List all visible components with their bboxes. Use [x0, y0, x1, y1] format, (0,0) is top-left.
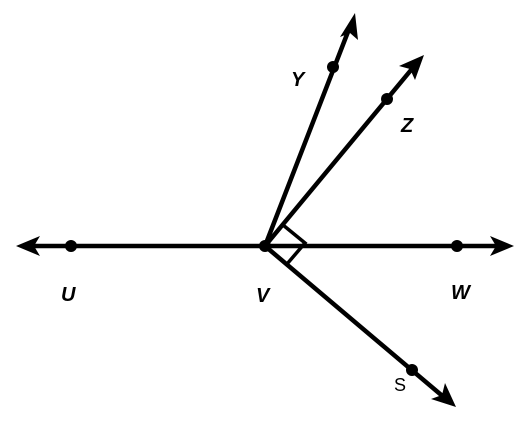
- point-u: [65, 240, 77, 252]
- label-v: V: [256, 285, 271, 307]
- label-y: Y: [291, 69, 306, 91]
- point-v: [259, 240, 271, 252]
- point-s: [406, 364, 418, 376]
- right-angle-marker: [281, 223, 308, 266]
- point-y: [327, 61, 339, 73]
- point-w: [451, 240, 463, 252]
- arrow-s: [431, 383, 456, 407]
- label-s: S: [394, 375, 406, 395]
- label-z: Z: [400, 115, 414, 137]
- ray-vs: [262, 243, 449, 402]
- arrow-z: [399, 55, 424, 80]
- label-u: U: [61, 284, 76, 306]
- arrow-y: [340, 13, 358, 40]
- label-w: W: [451, 282, 472, 304]
- point-z: [381, 93, 393, 105]
- arrow-left: [16, 236, 40, 256]
- ray-vy: [262, 21, 354, 249]
- ray-vz: [262, 61, 419, 249]
- arrow-right: [490, 236, 514, 256]
